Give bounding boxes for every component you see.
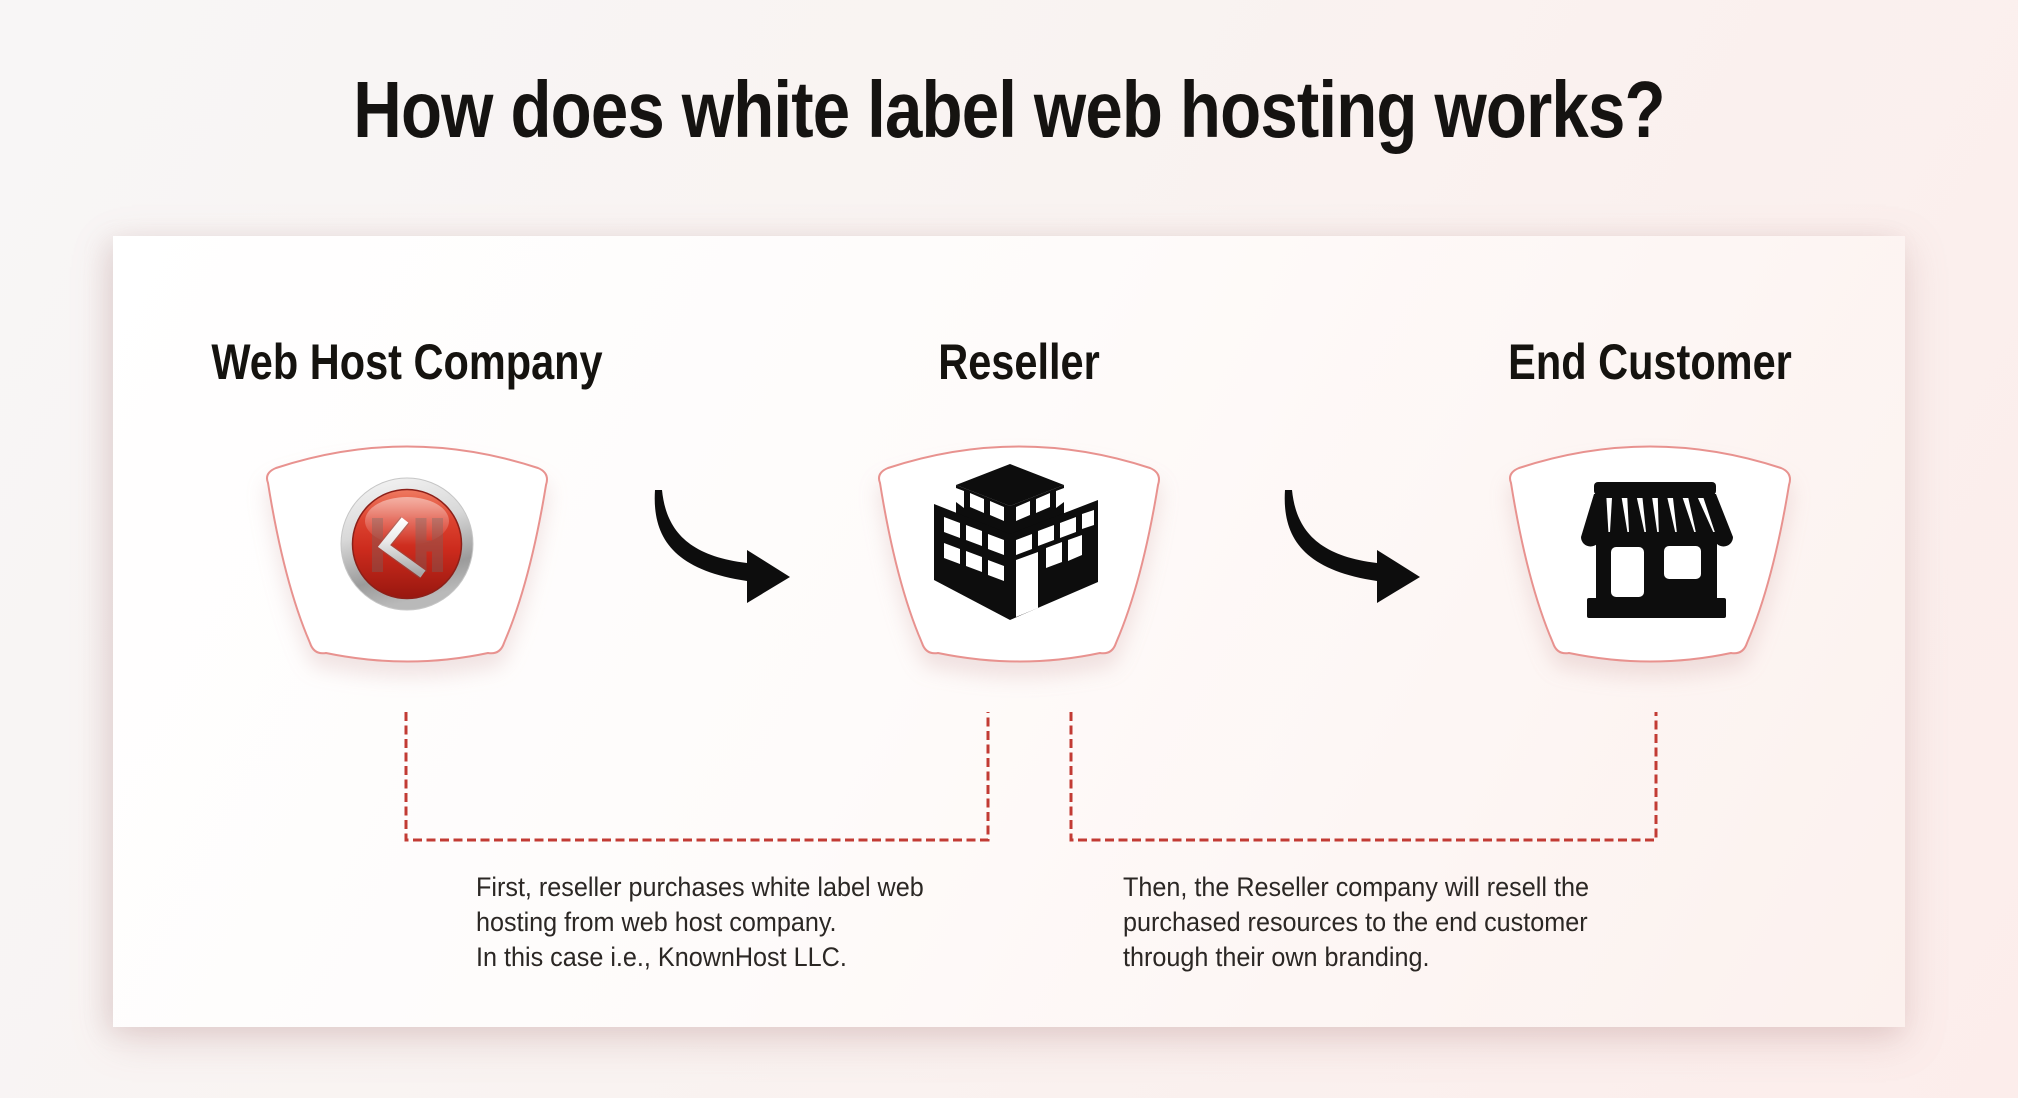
caption-line: purchased resources to the end customer	[1123, 907, 1588, 937]
storefront-icon	[1581, 482, 1733, 618]
label-reseller: Reseller	[938, 334, 1100, 390]
building-icon	[934, 464, 1098, 620]
caption-line: In this case i.e., KnownHost LLC.	[476, 942, 847, 972]
flow-arrow-1-icon	[654, 490, 790, 603]
caption-step-2: Then, the Reseller company will resell t…	[1123, 870, 1693, 975]
label-end-customer: End Customer	[1508, 334, 1792, 390]
page-title: How does white label web hosting works?	[353, 65, 1665, 154]
knownhost-logo-icon	[340, 477, 474, 611]
caption-line: through their own branding.	[1123, 942, 1430, 972]
caption-line: Then, the Reseller company will resell t…	[1123, 872, 1589, 902]
flow-arrow-2-icon	[1284, 490, 1420, 603]
label-web-host-company: Web Host Company	[211, 334, 603, 390]
caption-line: hosting from web host company.	[476, 907, 837, 937]
caption-step-1: First, reseller purchases white label we…	[476, 870, 1046, 975]
caption-line: First, reseller purchases white label we…	[476, 872, 924, 902]
